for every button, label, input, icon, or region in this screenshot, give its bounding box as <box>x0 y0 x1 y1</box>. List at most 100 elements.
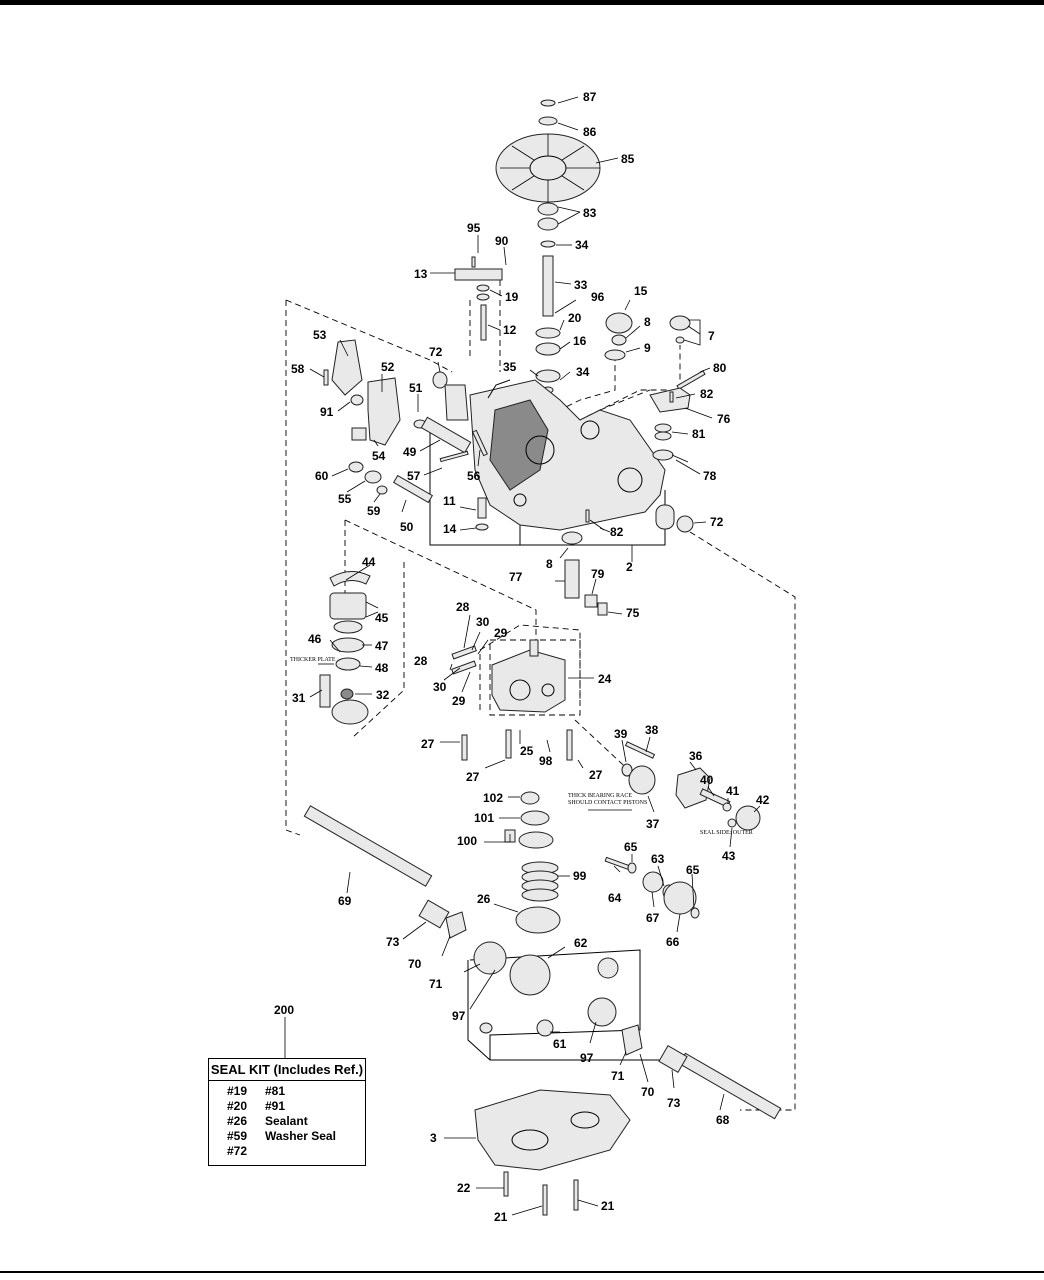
washer-65-a <box>627 862 637 874</box>
seal-kit-item: Sealant <box>265 1114 308 1128</box>
callout-29-top: 29 <box>494 626 508 640</box>
plug-8-lower <box>561 531 583 545</box>
bearing-35 <box>535 369 561 383</box>
bottom-case-3 <box>474 1089 631 1216</box>
callout-96: 96 <box>591 290 605 304</box>
shaft-77 <box>564 559 580 599</box>
pin-56 <box>472 429 488 457</box>
block-75 <box>597 602 608 616</box>
callout-70-right: 70 <box>641 1085 655 1099</box>
seal-kit-item: #59 <box>227 1129 248 1143</box>
spring-31 <box>319 674 331 708</box>
callout-36: 36 <box>689 749 703 763</box>
callout-44: 44 <box>362 555 376 569</box>
cradle-44 <box>329 571 371 587</box>
callout-28-lower: 28 <box>414 654 428 668</box>
pin-82 <box>669 391 674 403</box>
pin-58 <box>323 369 329 386</box>
callout-102: 102 <box>483 791 503 805</box>
callout-71-right: 71 <box>611 1069 625 1083</box>
clip-70-left <box>445 911 467 939</box>
callout-90: 90 <box>495 234 509 248</box>
seal-kit-row: #72 <box>209 1144 365 1159</box>
ring-16 <box>535 342 561 356</box>
callout-34-top: 34 <box>575 238 589 252</box>
check-valve-28-lower <box>451 660 477 675</box>
axle-69 <box>303 805 433 887</box>
callout-8-lower: 8 <box>546 557 553 571</box>
callout-70-left: 70 <box>408 957 422 971</box>
callout-27-c: 27 <box>589 768 603 782</box>
pulley-hub-83 <box>537 202 559 216</box>
shaft-12 <box>480 304 487 341</box>
callout-61: 61 <box>553 1037 567 1051</box>
callout-85: 85 <box>621 152 635 166</box>
callout-22: 22 <box>457 1181 471 1195</box>
notes: THICKER PLATE THICK BEARING RACE SHOULD … <box>290 657 753 836</box>
washer-43 <box>727 818 737 828</box>
washer-55 <box>364 470 382 484</box>
bolt-27-b <box>505 729 512 759</box>
bushing-right <box>655 504 675 530</box>
callout-100: 100 <box>457 834 477 848</box>
callout-77: 77 <box>509 570 523 584</box>
callout-25: 25 <box>520 744 534 758</box>
callout-83: 83 <box>583 206 597 220</box>
bolt-21-left <box>542 1184 548 1216</box>
block-79 <box>584 594 598 608</box>
callout-32: 32 <box>376 688 390 702</box>
motor-side-parts <box>621 741 761 831</box>
plug-8-top <box>611 334 627 346</box>
shaft-49 <box>420 416 472 454</box>
seal-9 <box>604 349 626 361</box>
callout-73-left: 73 <box>386 935 400 949</box>
callout-15: 15 <box>634 284 648 298</box>
callout-60: 60 <box>315 469 329 483</box>
callout-53: 53 <box>313 328 327 342</box>
cylinder-block <box>331 699 369 725</box>
nut-60 <box>348 461 364 473</box>
spring-11 <box>477 497 487 519</box>
leader-lines <box>284 96 761 1216</box>
spring-99 <box>521 861 559 902</box>
callout-71-left: 71 <box>429 977 443 991</box>
callout-52: 52 <box>381 360 395 374</box>
shaft-50 <box>392 474 434 504</box>
brake-26 <box>515 906 561 934</box>
retaining-ring-87 <box>540 99 556 107</box>
gear-61 <box>536 1019 554 1037</box>
callout-26: 26 <box>477 892 491 906</box>
pinion-97-right <box>587 997 617 1027</box>
callout-51: 51 <box>409 381 423 395</box>
seal-kit-item <box>265 1144 365 1159</box>
gear-67 <box>642 871 664 893</box>
callout-42: 42 <box>756 793 770 807</box>
callout-73-right: 73 <box>667 1096 681 1110</box>
bearing-73-left <box>418 899 450 929</box>
arm-52 <box>367 377 401 446</box>
callout-8-top: 8 <box>644 315 651 329</box>
o-ring-81 <box>654 423 672 433</box>
callout-38: 38 <box>645 723 659 737</box>
callout-80: 80 <box>713 361 727 375</box>
callout-81: 81 <box>692 427 706 441</box>
seal-kit-row: #26 Sealant <box>209 1114 365 1129</box>
swash-block-45 <box>329 592 367 620</box>
callout-2: 2 <box>626 560 633 574</box>
callout-16: 16 <box>573 334 587 348</box>
callout-7: 7 <box>708 329 715 343</box>
seal-20 <box>535 327 561 339</box>
callout-56: 56 <box>467 469 481 483</box>
callout-35: 35 <box>503 360 517 374</box>
callout-40: 40 <box>700 773 714 787</box>
callout-63: 63 <box>651 852 665 866</box>
callout-30-lower: 30 <box>433 680 447 694</box>
fan-assembly <box>495 99 601 394</box>
axles <box>303 805 782 1120</box>
callout-19: 19 <box>505 290 519 304</box>
seal-kit-row: #59 Washer Seal <box>209 1129 365 1144</box>
upper-right-parts <box>585 312 706 533</box>
callout-29-lower: 29 <box>452 694 466 708</box>
callout-50: 50 <box>400 520 414 534</box>
swash-plate-parts <box>319 571 371 725</box>
